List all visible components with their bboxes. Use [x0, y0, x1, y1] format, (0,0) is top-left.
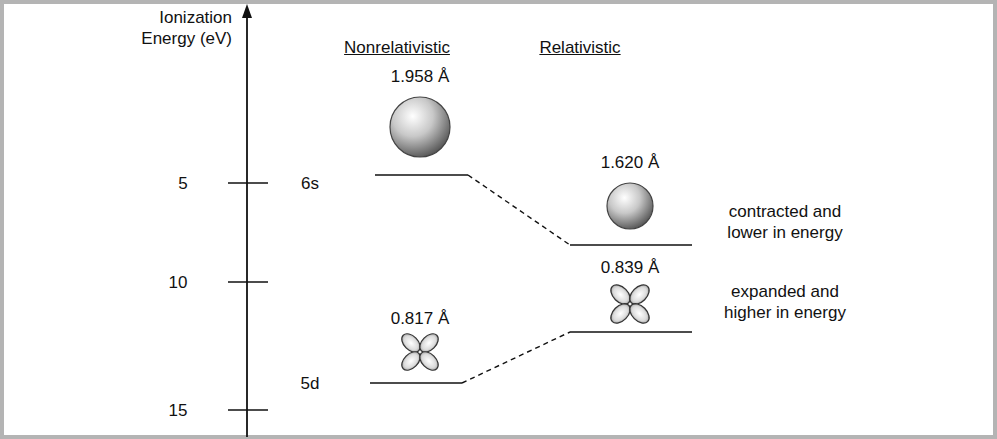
- axis-arrowhead: [242, 4, 252, 18]
- annotation-note: contracted and lower in energy: [718, 201, 853, 243]
- column-heading: Relativistic: [510, 37, 650, 58]
- axis-tick: [228, 281, 268, 283]
- energy-level: [570, 331, 692, 333]
- orbital-radius: 0.839 Å: [580, 257, 680, 278]
- correlation-line: [462, 332, 570, 383]
- energy-level: [570, 244, 692, 246]
- energy-level: [370, 382, 462, 384]
- tick-label: 5: [168, 173, 198, 194]
- orbital-name: 6s: [290, 173, 330, 194]
- axis-tick: [228, 182, 268, 184]
- tick-label: 15: [163, 400, 193, 421]
- tick-label: 10: [163, 272, 193, 293]
- s-orbital: [390, 97, 450, 157]
- s-orbital: [607, 183, 653, 229]
- correlation-line: [468, 175, 570, 245]
- orbital-name: 5d: [290, 373, 330, 394]
- axis-tick: [228, 409, 268, 411]
- annotation-note: expanded and higher in energy: [718, 281, 853, 323]
- energy-axis: [246, 14, 248, 437]
- orbital-radius: 0.817 Å: [370, 308, 470, 329]
- d-orbital: [398, 330, 441, 373]
- orbital-radius: 1.620 Å: [580, 152, 680, 173]
- orbital-radius: 1.958 Å: [370, 66, 470, 87]
- axis-title: Ionization Energy (eV): [128, 7, 232, 49]
- d-orbital: [607, 281, 653, 327]
- energy-level: [375, 174, 468, 176]
- column-heading: Nonrelativistic: [317, 37, 477, 58]
